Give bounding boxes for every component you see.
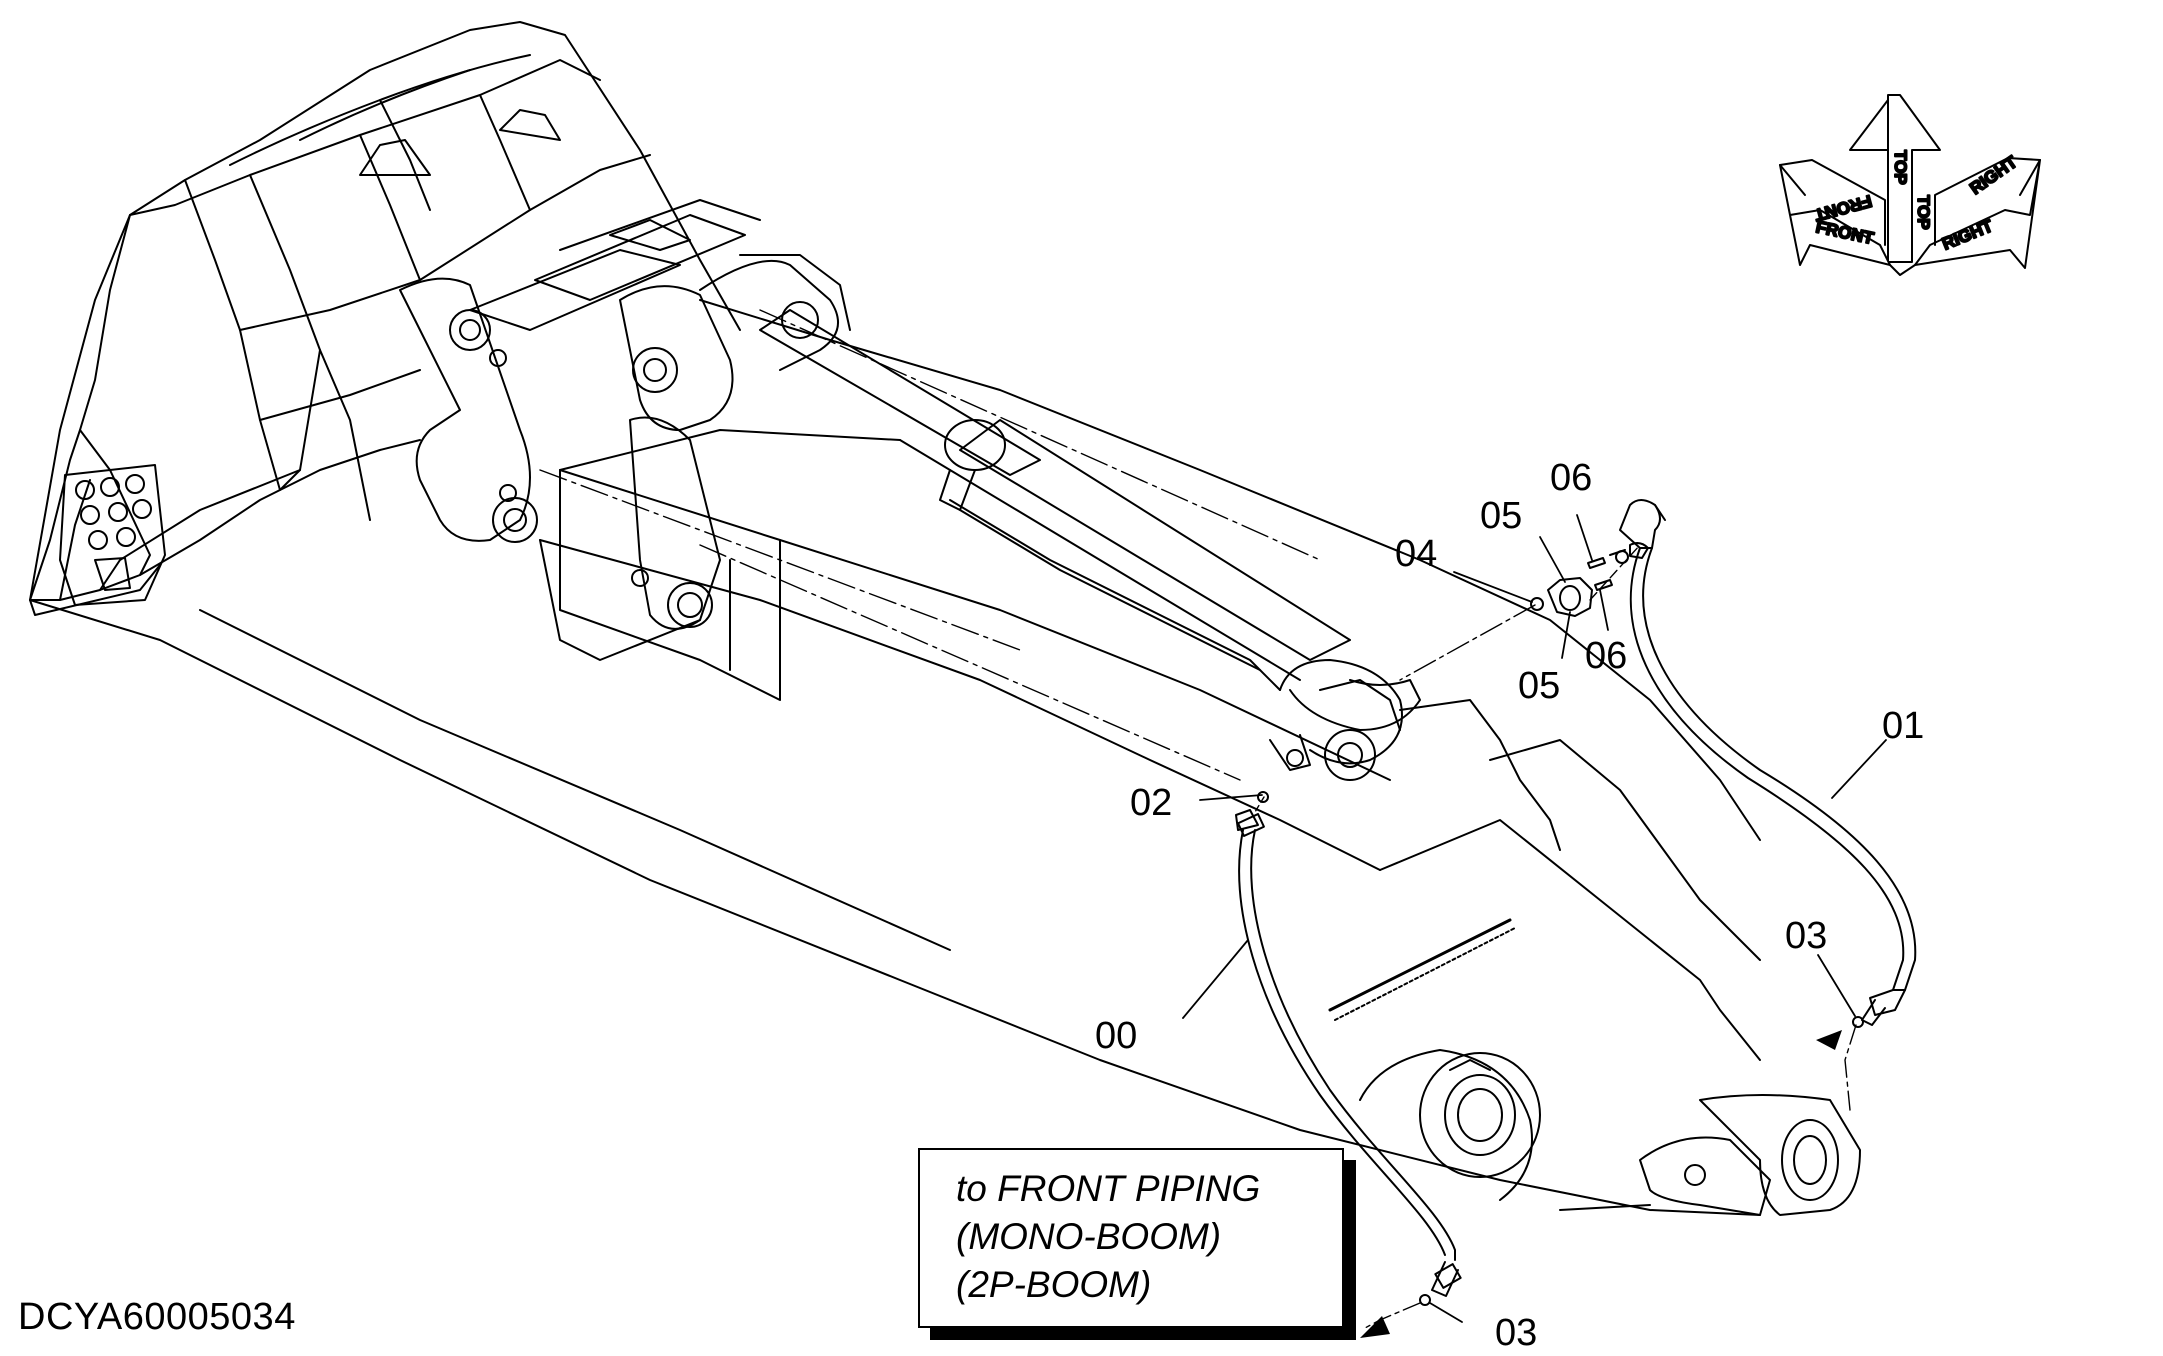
small-parts [1257, 542, 1864, 1306]
callout-05-upper: 05 [1480, 495, 1522, 537]
arrow-lower [1360, 1316, 1390, 1338]
hose-00 [1235, 809, 1462, 1297]
orient-top-label: TOP [1914, 195, 1933, 230]
orient-front-mirror: FRONT [1812, 191, 1874, 225]
callout-labels: 00 01 02 03 03 04 05 05 06 06 [1095, 457, 1924, 1354]
callout-05-lower: 05 [1518, 665, 1560, 707]
callout-03-upper: 03 [1785, 915, 1827, 957]
callout-01: 01 [1882, 705, 1924, 747]
bucket-cylinder [759, 309, 1561, 851]
bucket-links [399, 199, 851, 661]
callout-03-lower: 03 [1495, 1312, 1537, 1354]
note-line-1: to FRONT PIPING [956, 1168, 1261, 1209]
bucket [29, 21, 741, 616]
orientation-icon: FRONT TOP RIGHT FRONT TOP RIGHT [1779, 94, 2041, 276]
leader-lines [1182, 514, 1887, 1323]
callout-02: 02 [1130, 782, 1172, 824]
note-line-3: (2P-BOOM) [956, 1264, 1152, 1305]
arm [29, 299, 1861, 1216]
front-piping-note-box: to FRONT PIPING (MONO-BOOM) (2P-BOOM) [918, 1148, 1344, 1328]
callout-00: 00 [1095, 1015, 1137, 1057]
arrow-right [1816, 1030, 1842, 1050]
callout-06-upper: 06 [1550, 457, 1592, 499]
hose-01 [1619, 499, 1917, 1026]
orient-top-mirror: TOP [1891, 150, 1910, 185]
note-line-2: (MONO-BOOM) [956, 1216, 1222, 1257]
drawing-id: DCYA60005034 [18, 1296, 296, 1338]
direction-arrows [1360, 1030, 1842, 1338]
callout-04: 04 [1395, 533, 1437, 575]
callout-06-lower: 06 [1585, 635, 1627, 677]
